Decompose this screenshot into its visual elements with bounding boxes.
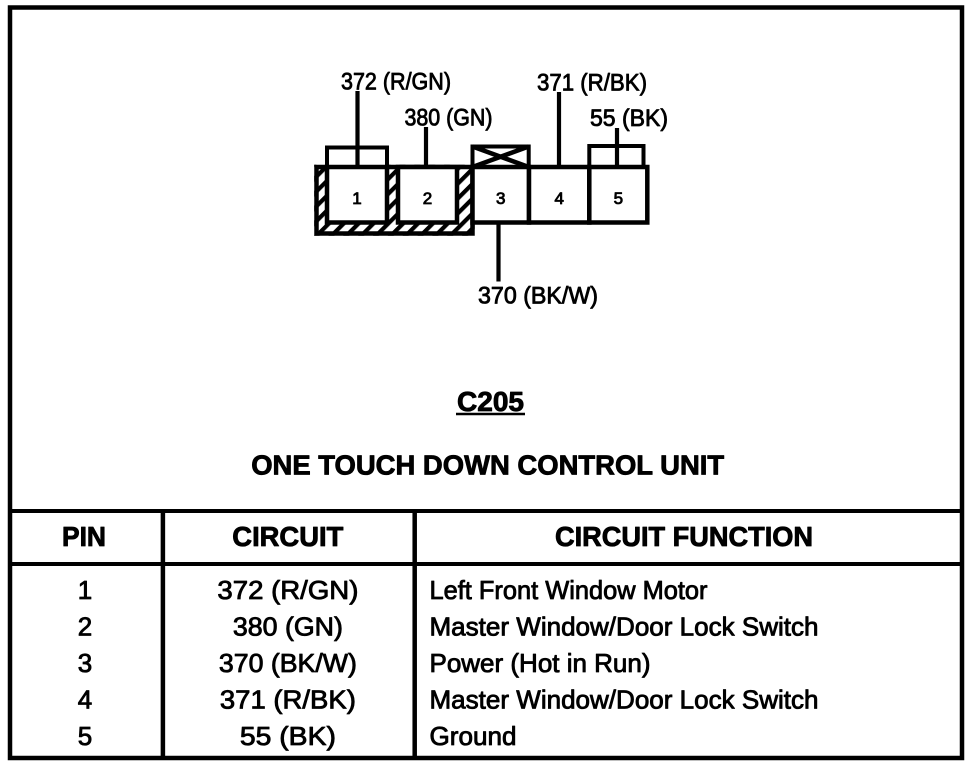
svg-text:CIRCUIT FUNCTION: CIRCUIT FUNCTION <box>555 521 813 552</box>
svg-text:55 (BK): 55 (BK) <box>590 105 668 132</box>
svg-text:372 (R/GN): 372 (R/GN) <box>341 69 451 96</box>
svg-text:Left Front Window Motor: Left Front Window Motor <box>430 575 708 605</box>
svg-text:Ground: Ground <box>430 721 517 751</box>
svg-text:380 (GN): 380 (GN) <box>233 612 343 642</box>
svg-text:380 (GN): 380 (GN) <box>405 105 493 132</box>
svg-text:370 (BK/W): 370 (BK/W) <box>219 648 357 678</box>
svg-text:4: 4 <box>78 685 92 715</box>
svg-text:5: 5 <box>78 721 92 751</box>
svg-text:1: 1 <box>78 575 92 605</box>
svg-text:3: 3 <box>78 648 92 678</box>
svg-text:2: 2 <box>78 612 92 642</box>
svg-text:4: 4 <box>554 189 563 208</box>
svg-text:Master Window/Door Lock Switch: Master Window/Door Lock Switch <box>430 612 819 642</box>
svg-text:55 (BK): 55 (BK) <box>240 721 336 751</box>
svg-text:C205: C205 <box>457 386 524 417</box>
svg-text:ONE TOUCH DOWN CONTROL UNIT: ONE TOUCH DOWN CONTROL UNIT <box>251 450 724 481</box>
svg-text:1: 1 <box>352 189 361 208</box>
svg-text:371 (R/BK): 371 (R/BK) <box>537 70 647 97</box>
svg-text:370 (BK/W): 370 (BK/W) <box>478 283 598 310</box>
svg-text:372 (R/GN): 372 (R/GN) <box>217 575 358 605</box>
svg-text:5: 5 <box>614 189 623 208</box>
svg-text:371 (R/BK): 371 (R/BK) <box>220 685 356 715</box>
svg-text:2: 2 <box>423 189 432 208</box>
svg-text:Power (Hot in Run): Power (Hot in Run) <box>430 648 651 678</box>
svg-text:Master Window/Door Lock Switch: Master Window/Door Lock Switch <box>430 685 819 715</box>
svg-text:PIN: PIN <box>62 521 106 552</box>
svg-text:CIRCUIT: CIRCUIT <box>232 521 343 552</box>
svg-text:3: 3 <box>496 189 505 208</box>
